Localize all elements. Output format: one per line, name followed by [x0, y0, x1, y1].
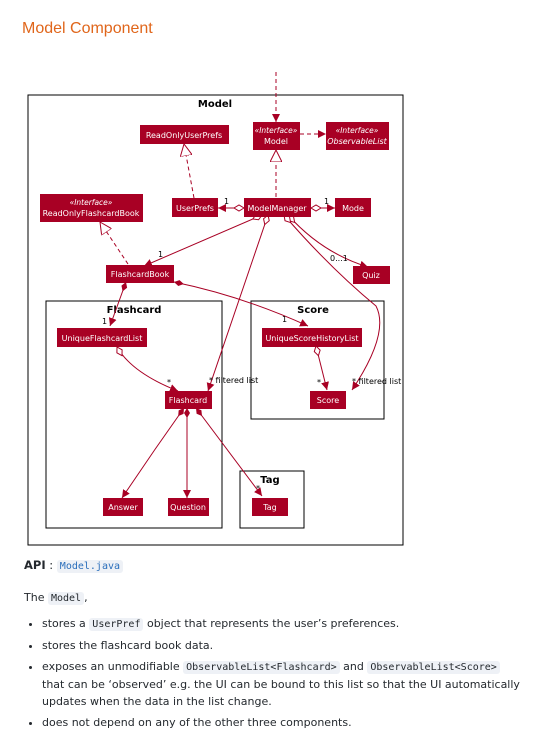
- userpref-code: UserPref: [89, 618, 144, 631]
- multiplicity-userprefs: 1: [224, 197, 229, 206]
- svg-text:UserPrefs: UserPrefs: [176, 204, 214, 213]
- svg-text:ObservableList: ObservableList: [327, 137, 387, 146]
- svg-text:Tag: Tag: [262, 503, 277, 512]
- list-item: does not depend on any of the other thre…: [42, 714, 524, 731]
- multiplicity-flashcardbook: 1: [158, 250, 163, 259]
- class-unique-flashcard-list: UniqueFlashcardList: [57, 328, 147, 347]
- svg-text:FlashcardBook: FlashcardBook: [111, 270, 170, 279]
- flashcard-package-label: Flashcard: [107, 305, 162, 316]
- uniqueflashcardlist-flashcard-link: [116, 346, 179, 392]
- class-user-prefs: UserPrefs: [172, 198, 218, 217]
- class-score: Score: [310, 391, 346, 409]
- intro-paragraph: The Model,: [24, 591, 88, 605]
- flashcard-answer-link: [121, 407, 185, 499]
- multiplicity-quiz: 0...1: [330, 254, 348, 263]
- class-read-only-flashcard-book: «Interface» ReadOnlyFlashcardBook: [40, 194, 143, 222]
- filtered-list-label-score: * filtered list: [352, 377, 401, 386]
- flashcardbook-uniquescorehistorylist-link: [173, 280, 309, 327]
- list-item: exposes an unmodifiable ObservableList<F…: [42, 658, 524, 710]
- model-package-label: Model: [198, 99, 232, 110]
- tag-package-label: Tag: [260, 475, 279, 486]
- api-link[interactable]: Model.java: [56, 560, 124, 573]
- svg-text:«Interface»: «Interface»: [255, 126, 298, 135]
- multiplicity-tag-star: *: [256, 484, 260, 493]
- page-title: Model Component: [22, 20, 153, 37]
- multiplicity-mode: 1: [324, 197, 329, 206]
- userprefs-readonlyuserprefs-realization: [184, 144, 195, 199]
- list-item: stores the flashcard book data.: [42, 637, 524, 654]
- model-description: API : Model.java The Model, stores a Use…: [24, 557, 524, 735]
- svg-text:ReadOnlyFlashcardBook: ReadOnlyFlashcardBook: [43, 209, 140, 218]
- class-unique-score-history-list: UniqueScoreHistoryList: [262, 328, 362, 347]
- svg-text:Model: Model: [264, 137, 288, 146]
- model-package: [27, 94, 404, 546]
- model-code: Model: [47, 592, 85, 605]
- class-observable-list: «Interface» ObservableList: [326, 122, 389, 150]
- tag-package: [239, 470, 305, 529]
- multiplicity-uniquescorehistorylist: 1: [282, 315, 287, 324]
- observablelist-score-code: ObservableList<Score>: [367, 661, 500, 674]
- flashcard-tag-link: [195, 407, 263, 497]
- class-tag: Tag: [252, 498, 288, 516]
- svg-text:Question: Question: [170, 503, 206, 512]
- class-flashcard: Flashcard: [165, 391, 212, 409]
- svg-text:Score: Score: [317, 396, 339, 405]
- svg-text:Flashcard: Flashcard: [169, 396, 208, 405]
- class-read-only-user-prefs: ReadOnlyUserPrefs: [140, 125, 229, 144]
- class-model-manager: ModelManager: [244, 198, 311, 217]
- svg-text:ModelManager: ModelManager: [247, 204, 307, 213]
- svg-text:UniqueFlashcardList: UniqueFlashcardList: [62, 334, 143, 343]
- multiplicity-score-star: *: [317, 378, 321, 387]
- class-mode: Mode: [335, 198, 371, 217]
- svg-text:«Interface»: «Interface»: [336, 126, 379, 135]
- svg-text:«Interface»: «Interface»: [70, 198, 113, 207]
- model-class-diagram: Model Flashcard Score Tag: [22, 58, 422, 550]
- svg-text:UniqueScoreHistoryList: UniqueScoreHistoryList: [265, 334, 358, 343]
- api-line: API : Model.java: [24, 557, 524, 575]
- filtered-list-label-flashcard: * filtered list: [209, 376, 258, 385]
- uniquescorehistorylist-score-link: [313, 345, 329, 391]
- flashcardbook-uniqueflashcardlist-link: [108, 281, 128, 327]
- list-item: stores a UserPref object that represents…: [42, 615, 524, 633]
- svg-text:Quiz: Quiz: [362, 271, 380, 280]
- class-model: «Interface» Model: [253, 122, 300, 150]
- modelmanager-score-link: [283, 214, 381, 391]
- class-quiz: Quiz: [353, 266, 390, 284]
- api-label: API: [24, 558, 46, 572]
- score-package-label: Score: [297, 305, 329, 316]
- responsibility-list: stores a UserPref object that represents…: [24, 615, 524, 731]
- class-question: Question: [168, 498, 209, 516]
- svg-text:Mode: Mode: [342, 204, 364, 213]
- class-flashcard-book: FlashcardBook: [106, 265, 174, 283]
- multiplicity-uniqueflashcardlist: 1: [102, 317, 107, 326]
- multiplicity-flashcard-star: *: [167, 378, 171, 387]
- flashcardbook-readonlyflashcardbook-realization: [100, 222, 129, 265]
- observablelist-flashcard-code: ObservableList<Flashcard>: [183, 661, 340, 674]
- class-answer: Answer: [103, 498, 143, 516]
- svg-text:Answer: Answer: [108, 503, 138, 512]
- svg-text:ReadOnlyUserPrefs: ReadOnlyUserPrefs: [146, 131, 222, 140]
